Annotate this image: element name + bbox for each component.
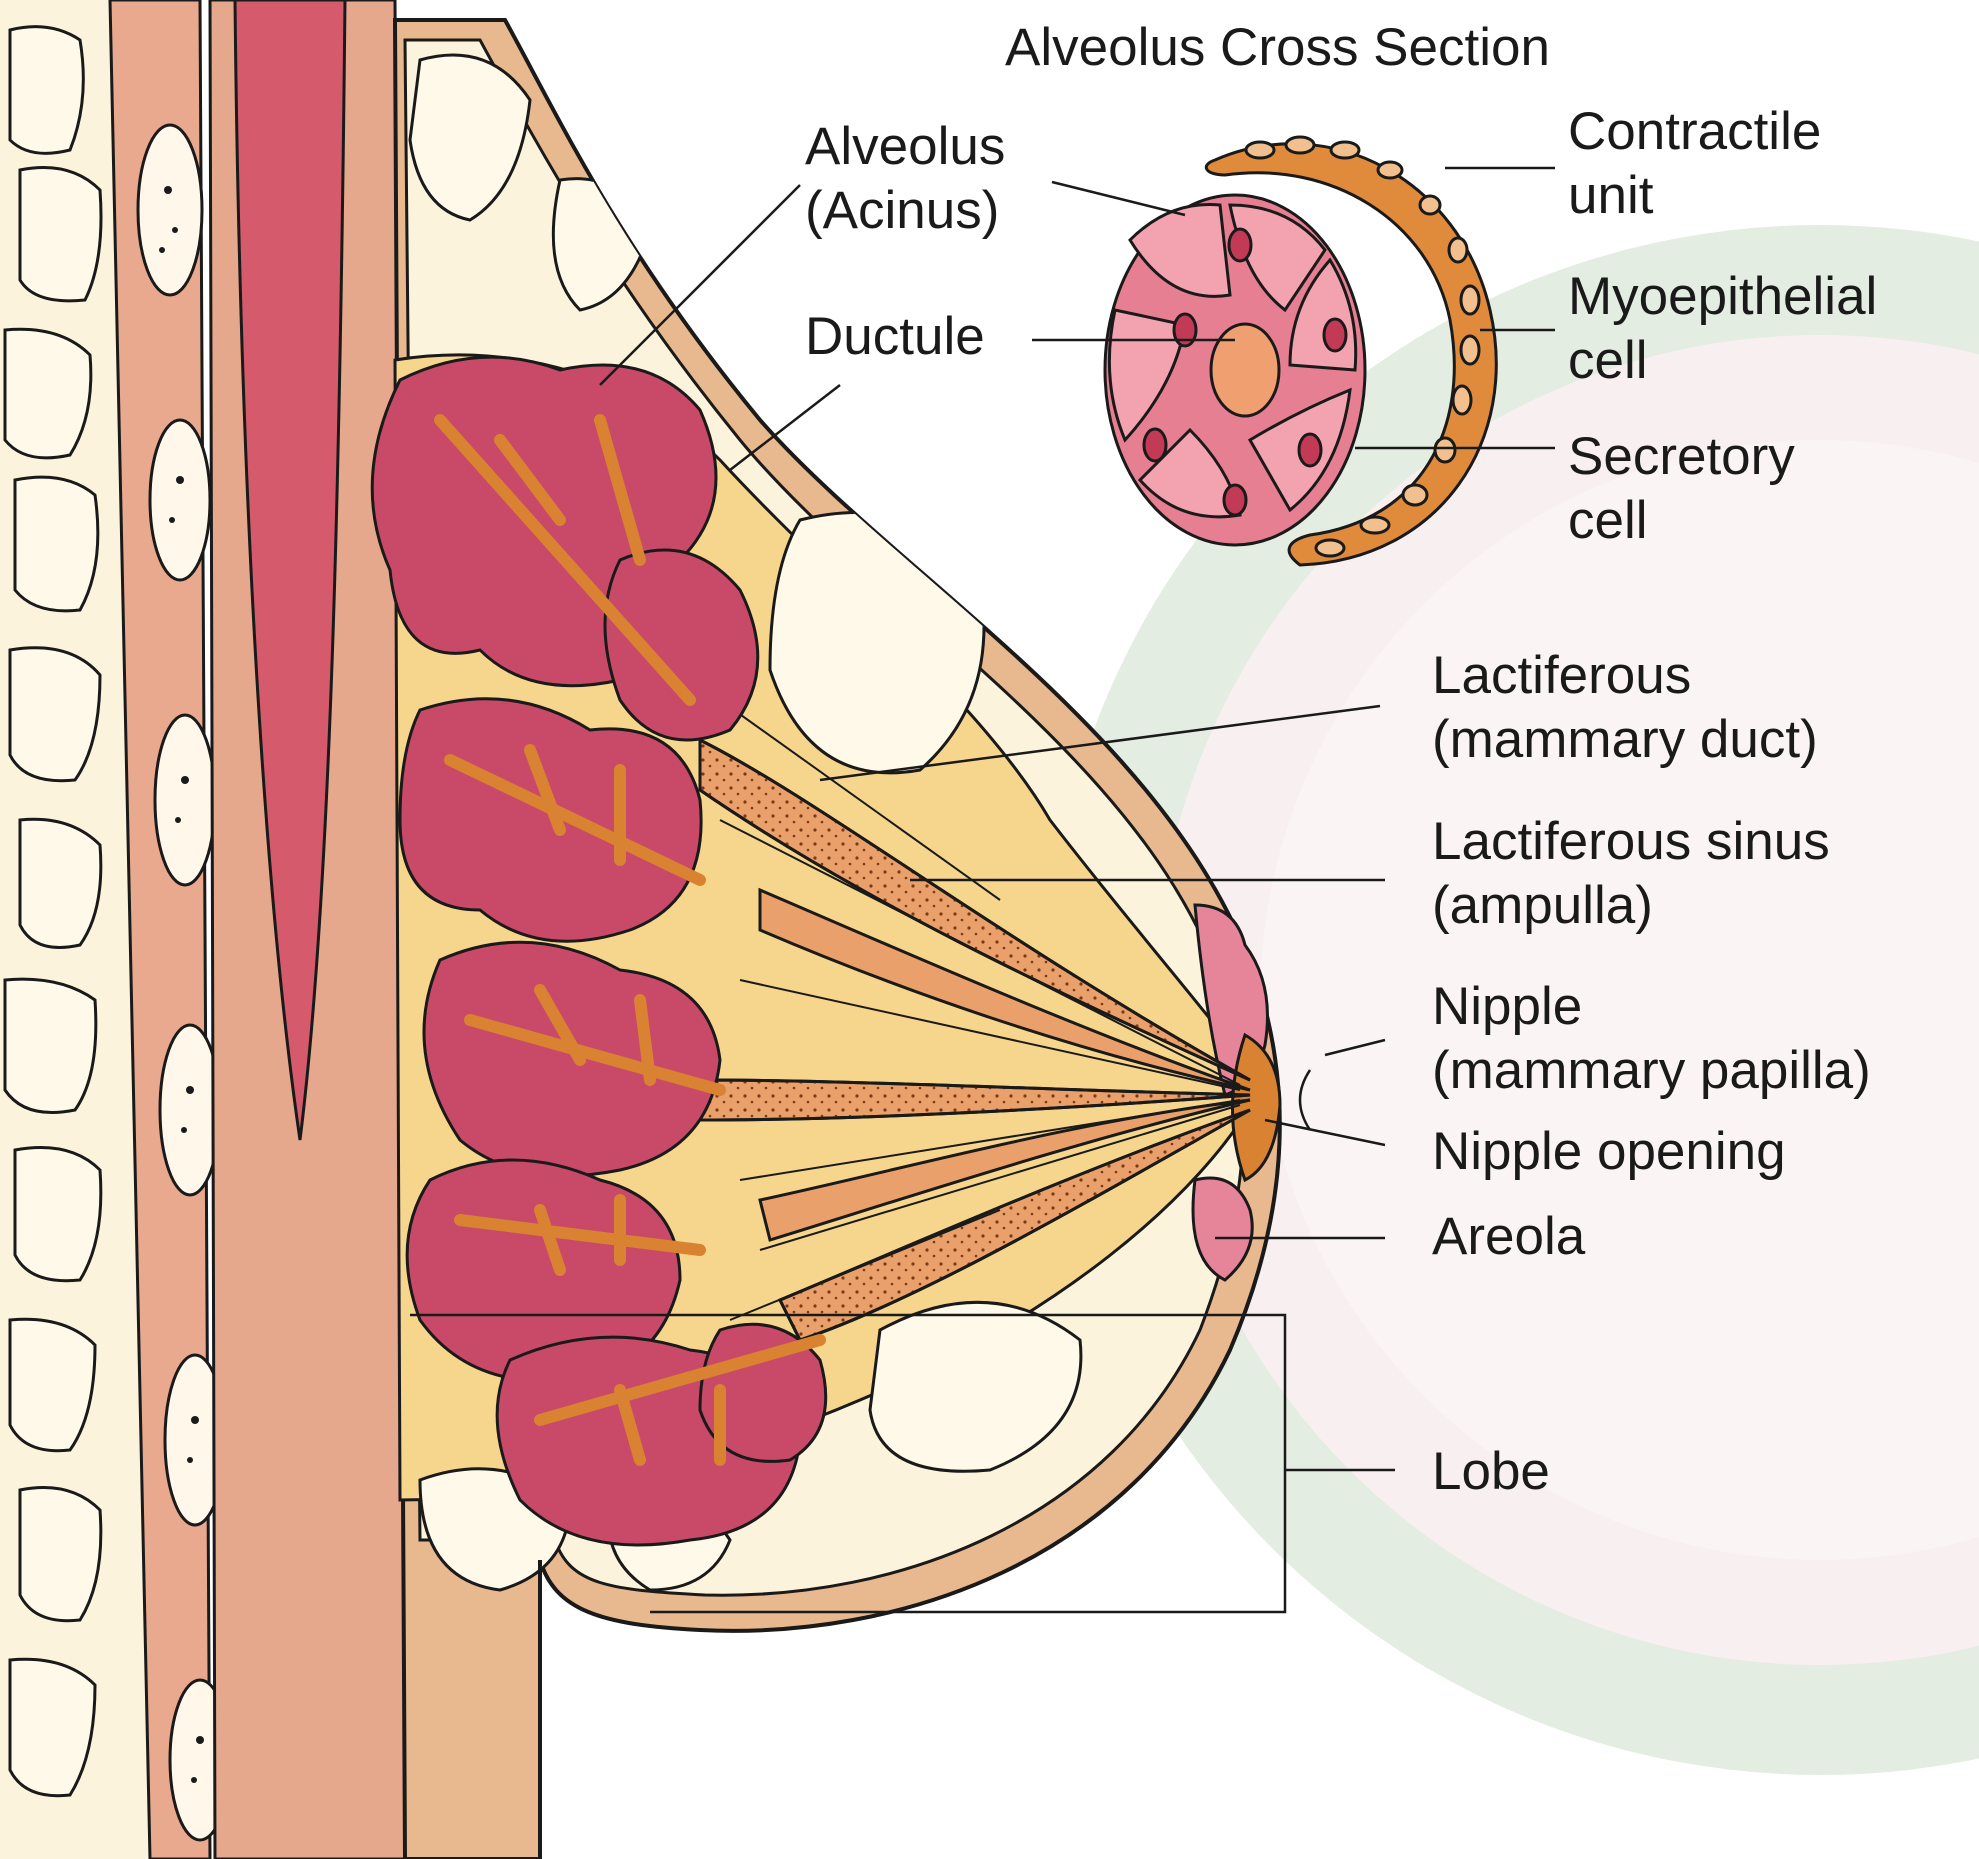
pectoral-muscle: [210, 0, 405, 1859]
label-ductule: Ductule: [805, 305, 985, 369]
label-secretory-cell: Secretory cell: [1568, 425, 1795, 553]
label-areola: Areola: [1432, 1205, 1585, 1269]
label-contractile-unit: Contractile unit: [1568, 100, 1821, 228]
label-nipple-opening: Nipple opening: [1432, 1120, 1786, 1184]
label-lactiferous-duct: Lactiferous (mammary duct): [1432, 644, 1818, 772]
label-lobe: Lobe: [1432, 1440, 1550, 1504]
inset-title: Alveolus Cross Section: [1005, 16, 1550, 80]
label-myoepithelial-cell: Myoepithelial cell: [1568, 265, 1877, 393]
label-lactiferous-sinus: Lactiferous sinus (ampulla): [1432, 810, 1830, 938]
label-alveolus: Alveolus (Acinus): [805, 115, 1005, 243]
label-nipple: Nipple (mammary papilla): [1432, 975, 1871, 1103]
